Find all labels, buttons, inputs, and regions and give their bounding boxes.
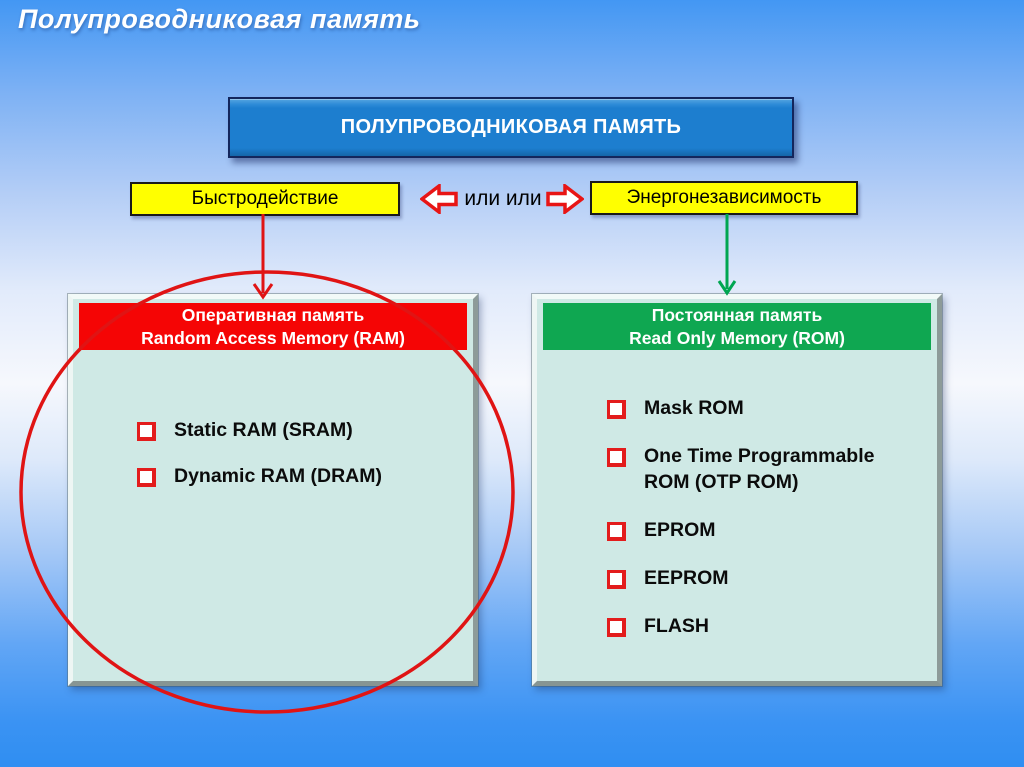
rom-item-label: One Time Programmable ROM (OTP ROM) xyxy=(644,445,875,493)
checkbox-bullet-icon xyxy=(607,618,626,637)
list-item: FLASH xyxy=(607,613,896,639)
checkbox-bullet-icon xyxy=(607,448,626,467)
banner-label: ПОЛУПРОВОДНИКОВАЯ ПАМЯТЬ xyxy=(340,116,682,138)
rom-title-en: Read Only Memory (ROM) xyxy=(629,327,845,348)
ram-item-label: Static RAM (SRAM) xyxy=(174,419,353,441)
list-item: One Time Programmable ROM (OTP ROM) xyxy=(607,443,896,495)
ram-panel-header: Оперативная память Random Access Memory … xyxy=(79,303,467,350)
ram-item-label: Dynamic RAM (DRAM) xyxy=(174,465,383,487)
page-title: Полупроводниковая память xyxy=(18,4,421,34)
checkbox-bullet-icon xyxy=(607,522,626,541)
rom-panel: Постоянная память Read Only Memory (ROM)… xyxy=(532,294,942,686)
list-item: Static RAM (SRAM) xyxy=(137,417,382,443)
ram-item-list: Static RAM (SRAM) Dynamic RAM (DRAM) xyxy=(137,417,382,509)
list-item: EPROM xyxy=(607,517,896,543)
list-item: EEPROM xyxy=(607,565,896,591)
rom-panel-header: Постоянная память Read Only Memory (ROM) xyxy=(543,303,931,350)
checkbox-bullet-icon xyxy=(607,570,626,589)
nonvolatility-criterion-box: Энергонезависимость xyxy=(590,181,858,215)
rom-item-label: FLASH xyxy=(644,615,709,637)
speed-criterion-box: Быстродействие xyxy=(130,182,400,216)
rom-title-ru: Постоянная память xyxy=(651,304,823,325)
rom-connector-arrow-icon xyxy=(717,214,737,296)
ram-panel: Оперативная память Random Access Memory … xyxy=(68,294,478,686)
ram-connector-arrow-icon xyxy=(252,214,274,300)
semiconductor-memory-banner: ПОЛУПРОВОДНИКОВАЯ ПАМЯТЬ xyxy=(228,97,794,158)
rom-item-list: Mask ROM One Time Programmable ROM (OTP … xyxy=(607,395,896,661)
nonvolatility-criterion-label: Энергонезависимость xyxy=(626,187,822,208)
or-label: или или xyxy=(464,187,542,210)
ram-title-en: Random Access Memory (RAM) xyxy=(141,327,405,348)
checkbox-bullet-icon xyxy=(137,468,156,487)
rom-item-label: EPROM xyxy=(644,519,716,541)
speed-criterion-label: Быстродействие xyxy=(191,188,339,209)
or-right-arrow-icon xyxy=(546,184,584,214)
checkbox-bullet-icon xyxy=(137,422,156,441)
list-item: Mask ROM xyxy=(607,395,896,421)
checkbox-bullet-icon xyxy=(607,400,626,419)
list-item: Dynamic RAM (DRAM) xyxy=(137,463,382,489)
rom-item-label: Mask ROM xyxy=(644,397,744,419)
rom-item-label: EEPROM xyxy=(644,567,729,589)
ram-title-ru: Оперативная память xyxy=(181,304,365,325)
or-left-arrow-icon xyxy=(420,184,458,214)
